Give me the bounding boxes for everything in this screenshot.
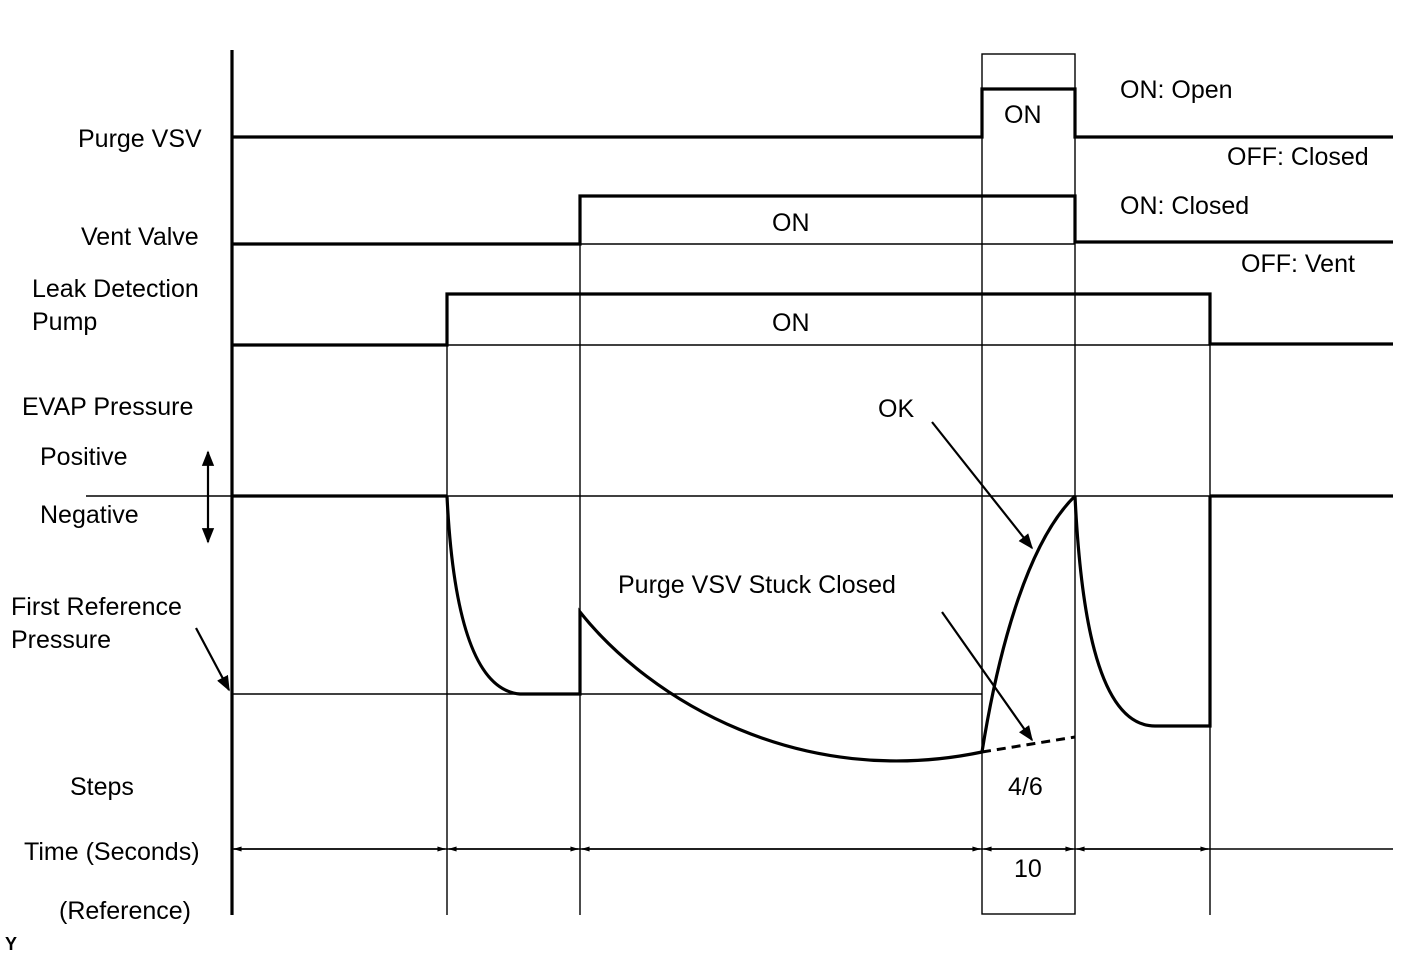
label-first-reference-line2: Pressure [11, 626, 111, 654]
label-steps: Steps [70, 773, 134, 801]
evap-pressure-ok-rise [980, 494, 1077, 753]
pump-on-label: ON [772, 309, 810, 337]
label-vent-valve: Vent Valve [81, 223, 199, 251]
first-reference-arrow [195, 627, 230, 692]
label-purge-vsv: Purge VSV [78, 125, 202, 153]
label-leak-pump-line1: Leak Detection [32, 275, 199, 303]
ok-annotation: OK [878, 395, 914, 423]
vent-on-meaning: ON: Closed [1120, 192, 1249, 220]
purge-on-meaning: ON: Open [1120, 76, 1233, 104]
vent-valve-signal [232, 194, 1393, 246]
ok-arrow [931, 421, 1033, 550]
purge-vsv-signal [232, 87, 1393, 139]
evap-pressure-recovery [1073, 495, 1212, 728]
label-first-reference-line1: First Reference [11, 593, 182, 621]
evap-stuck-closed-curve [981, 735, 1076, 754]
label-time-seconds: Time (Seconds) [24, 838, 200, 866]
corner-mark: Y [5, 934, 17, 954]
label-negative: Negative [40, 501, 139, 529]
time-value: 10 [1014, 855, 1042, 883]
stuck-closed-annotation: Purge VSV Stuck Closed [618, 571, 896, 599]
vent-off-meaning: OFF: Vent [1241, 250, 1355, 278]
step-value: 4/6 [1008, 773, 1043, 801]
purge-on-label: ON [1004, 101, 1042, 129]
label-leak-pump-line2: Pump [32, 308, 97, 336]
vent-on-label: ON [772, 209, 810, 237]
label-evap-pressure: EVAP Pressure [22, 393, 193, 421]
label-reference: (Reference) [59, 897, 191, 925]
label-positive: Positive [40, 443, 128, 471]
leak-pump-signal [232, 292, 1393, 347]
evap-pressure-curve [445, 495, 983, 763]
purge-off-meaning: OFF: Closed [1227, 143, 1369, 171]
stuck-closed-arrow [941, 611, 1033, 742]
